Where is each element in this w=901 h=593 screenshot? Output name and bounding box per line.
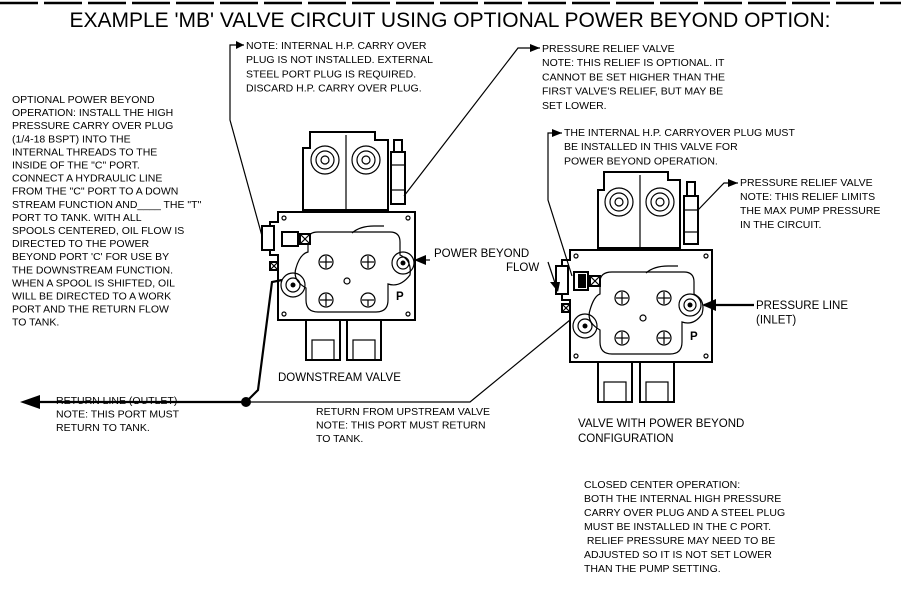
t-pbf-line: FLOW	[506, 262, 539, 274]
t-cc-line: BOTH THE INTERNAL HIGH PRESSURE	[584, 493, 781, 505]
t-pbo-line: BEYOND PORT 'C' FOR USE BY	[12, 251, 169, 263]
power-beyond-valve: P	[555, 171, 713, 403]
t-rl-line: NOTE: THIS RELIEF LIMITS	[740, 191, 875, 203]
t-cmi-line: BE INSTALLED IN THIS VALVE FOR	[564, 141, 738, 153]
t-pbo-line: STREAM FUNCTION AND____ THE "T"	[12, 199, 202, 211]
t-pbo-line: SPOOLS CENTERED, OIL FLOW IS	[12, 225, 184, 237]
pressure-line-label: PRESSURE LINE (INLET)	[756, 300, 848, 327]
t-cmi-line: POWER BEYOND OPERATION.	[564, 155, 718, 167]
t-vpb-line: VALVE WITH POWER BEYOND	[578, 418, 744, 430]
t-pbo-line: DIRECTED TO THE POWER	[12, 238, 150, 250]
t-cmi-line: THE INTERNAL H.P. CARRYOVER PLUG MUST	[564, 127, 795, 139]
carry-over-must-install-note: THE INTERNAL H.P. CARRYOVER PLUG MUST BE …	[564, 127, 795, 167]
t-pbo-line: PORT TO TANK. WITH ALL	[12, 212, 142, 224]
t-con-line: DISCARD H.P. CARRY OVER PLUG.	[246, 83, 422, 95]
t-ro-line: SET LOWER.	[542, 100, 607, 112]
t-cc-line: ADJUSTED SO IT IS NOT SET LOWER	[584, 549, 772, 561]
t-ro-line: NOTE: THIS RELIEF IS OPTIONAL. IT	[542, 57, 725, 69]
t-pbo-line: CONNECT A HYDRAULIC LINE	[12, 173, 162, 185]
t-cc-line: CLOSED CENTER OPERATION:	[584, 479, 740, 491]
t-pbo-line: INSIDE OF THE "C" PORT.	[12, 160, 140, 172]
t-cc-line: RELIEF PRESSURE MAY NEED TO BE	[584, 535, 775, 547]
valve-with-power-beyond-label: VALVE WITH POWER BEYOND CONFIGURATION	[578, 418, 744, 445]
t-ro-line: CANNOT BE SET HIGHER THAN THE	[542, 71, 725, 83]
return-line-note: RETURN LINE (OUTLET) NOTE: THIS PORT MUST…	[56, 395, 180, 434]
port-p-marker-2: P	[690, 331, 698, 343]
t-cc-line: MUST BE INSTALLED IN THE C PORT.	[584, 521, 771, 533]
port-p-marker: P	[396, 291, 404, 303]
downstream-valve-label: DOWNSTREAM VALVE	[278, 372, 401, 384]
t-ru-line: TO TANK.	[316, 433, 363, 445]
t-cc-line: THAN THE PUMP SETTING.	[584, 563, 721, 575]
t-pbo-line: PORT AND THE RETURN FLOW	[12, 304, 169, 316]
return-upstream-note: RETURN FROM UPSTREAM VALVE NOTE: THIS POR…	[316, 406, 490, 445]
t-ro-line: PRESSURE RELIEF VALVE	[542, 43, 675, 55]
power-beyond-flow-label: POWER BEYOND FLOW	[434, 248, 539, 274]
t-con-line: PLUG IS NOT INSTALLED. EXTERNAL	[246, 54, 433, 66]
t-pbo-line: WHEN A SPOOL IS SHIFTED, OIL	[12, 277, 175, 289]
t-pbo-line: THE DOWNSTREAM FUNCTION.	[12, 264, 173, 276]
t-pbo-line: FROM THE "C" PORT TO A DOWN	[12, 186, 178, 198]
t-vpb-line: CONFIGURATION	[578, 433, 674, 445]
t-pbo-line: INTERNAL THREADS TO THE	[12, 146, 157, 158]
t-rl-line: THE MAX PUMP PRESSURE	[740, 205, 880, 217]
t-ru-line: RETURN FROM UPSTREAM VALVE	[316, 406, 490, 418]
t-con-line: NOTE: INTERNAL H.P. CARRY OVER	[246, 40, 427, 52]
t-ru-line: NOTE: THIS PORT MUST RETURN	[316, 420, 486, 432]
t-pbo-line: (1/4-18 BSPT) INTO THE	[12, 133, 131, 145]
diagram-title: EXAMPLE 'MB' VALVE CIRCUIT USING OPTIONA…	[69, 9, 830, 32]
t-rtn-line: NOTE: THIS PORT MUST	[56, 409, 180, 421]
t-rtn-line: RETURN TO TANK.	[56, 422, 150, 434]
t-cc-line: CARRY OVER PLUG AND A STEEL PLUG	[584, 507, 785, 519]
t-rl-line: IN THE CIRCUIT.	[740, 219, 821, 231]
t-pbo-line: TO TANK.	[12, 317, 59, 329]
t-ro-line: FIRST VALVE'S RELIEF, BUT MAY BE	[542, 86, 723, 98]
leader-lines	[20, 41, 754, 409]
t-pbo-line: PRESSURE CARRY OVER PLUG	[12, 120, 173, 132]
t-pbo-line: WILL BE DIRECTED TO A WORK	[12, 291, 171, 303]
t-rl-line: PRESSURE RELIEF VALVE	[740, 177, 873, 189]
t-pbf-line: POWER BEYOND	[434, 248, 529, 260]
t-pbo-line: OPERATION: INSTALL THE HIGH	[12, 107, 173, 119]
t-con-line: STEEL PORT PLUG IS REQUIRED.	[246, 68, 416, 80]
closed-center-note: CLOSED CENTER OPERATION: BOTH THE INTERNA…	[584, 479, 785, 575]
t-rtn-line: RETURN LINE (OUTLET)	[56, 395, 177, 407]
t-pl-line: PRESSURE LINE	[756, 300, 848, 312]
carry-over-not-installed-note: NOTE: INTERNAL H.P. CARRY OVER PLUG IS NO…	[246, 40, 433, 95]
downstream-valve: P	[261, 131, 416, 361]
t-pl-line: (INLET)	[756, 315, 796, 327]
relief-limits-note: PRESSURE RELIEF VALVE NOTE: THIS RELIEF L…	[740, 177, 880, 231]
relief-optional-note: PRESSURE RELIEF VALVE NOTE: THIS RELIEF I…	[542, 43, 725, 112]
t-pbo-line: OPTIONAL POWER BEYOND	[12, 94, 155, 106]
